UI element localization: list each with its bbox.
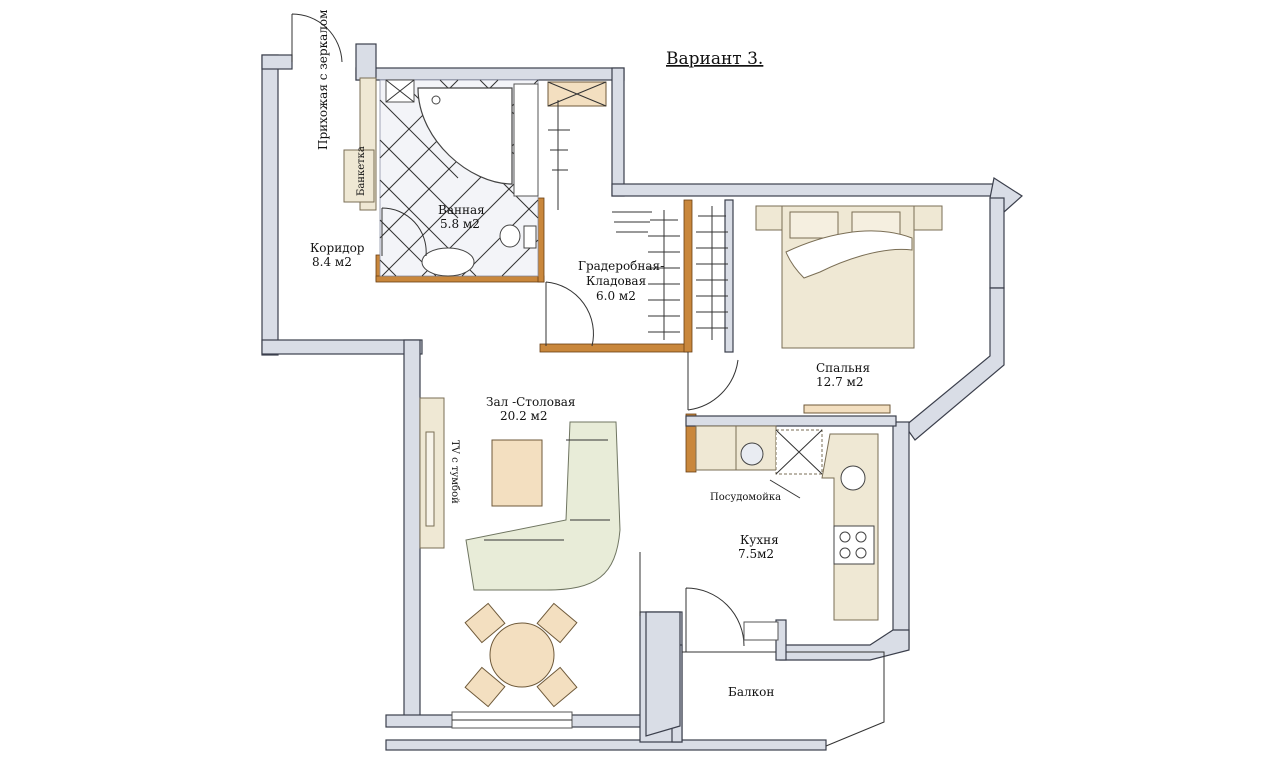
label-bedroom-name: Спальня (816, 361, 870, 375)
label-kitchen-name: Кухня (740, 533, 779, 547)
outer-walls (261, 43, 1023, 751)
hallway-furniture (343, 77, 607, 211)
label-tv: TV с тумбой (449, 440, 460, 504)
label-wardrobe-area: 6.0 м2 (596, 289, 636, 303)
kitchen-furniture (695, 425, 879, 621)
corner-sofa (465, 421, 621, 591)
cooktop (833, 525, 875, 565)
label-wardrobe-name1: Градеробная- (578, 259, 664, 273)
living-furniture (419, 397, 621, 708)
label-bathroom-name: Ванная (438, 203, 485, 217)
label-kitchen-area: 7.5м2 (738, 547, 774, 561)
doors (291, 13, 745, 652)
label-corridor-area: 8.4 м2 (312, 255, 352, 269)
label-living-name: Зал -Столовая (486, 395, 576, 409)
label-balcony: Балкон (728, 685, 774, 699)
windows (451, 621, 779, 729)
washing-machine (740, 442, 764, 466)
bathroom (379, 79, 539, 277)
label-hallway-mirror: Прихожая с зеркалом (316, 10, 330, 150)
kitchen-sink (840, 465, 866, 491)
sink (421, 247, 475, 277)
label-wardrobe-name2: Кладовая (586, 274, 646, 288)
label-dishwasher: Посудомойка (710, 492, 781, 503)
toilet (499, 224, 521, 248)
bedroom-furniture (755, 205, 943, 414)
wardrobe-hangers (548, 100, 728, 340)
dining-table (489, 622, 555, 688)
plan-title: Вариант 3. (666, 49, 763, 69)
label-bathroom-area: 5.8 м2 (440, 217, 480, 231)
coffee-table (491, 439, 543, 507)
label-bench: Банкетка (356, 146, 367, 196)
label-bedroom-area: 12.7 м2 (816, 375, 864, 389)
label-living-area: 20.2 м2 (500, 409, 548, 423)
corner-bath (417, 87, 513, 185)
label-corridor-name: Коридор (310, 241, 365, 255)
